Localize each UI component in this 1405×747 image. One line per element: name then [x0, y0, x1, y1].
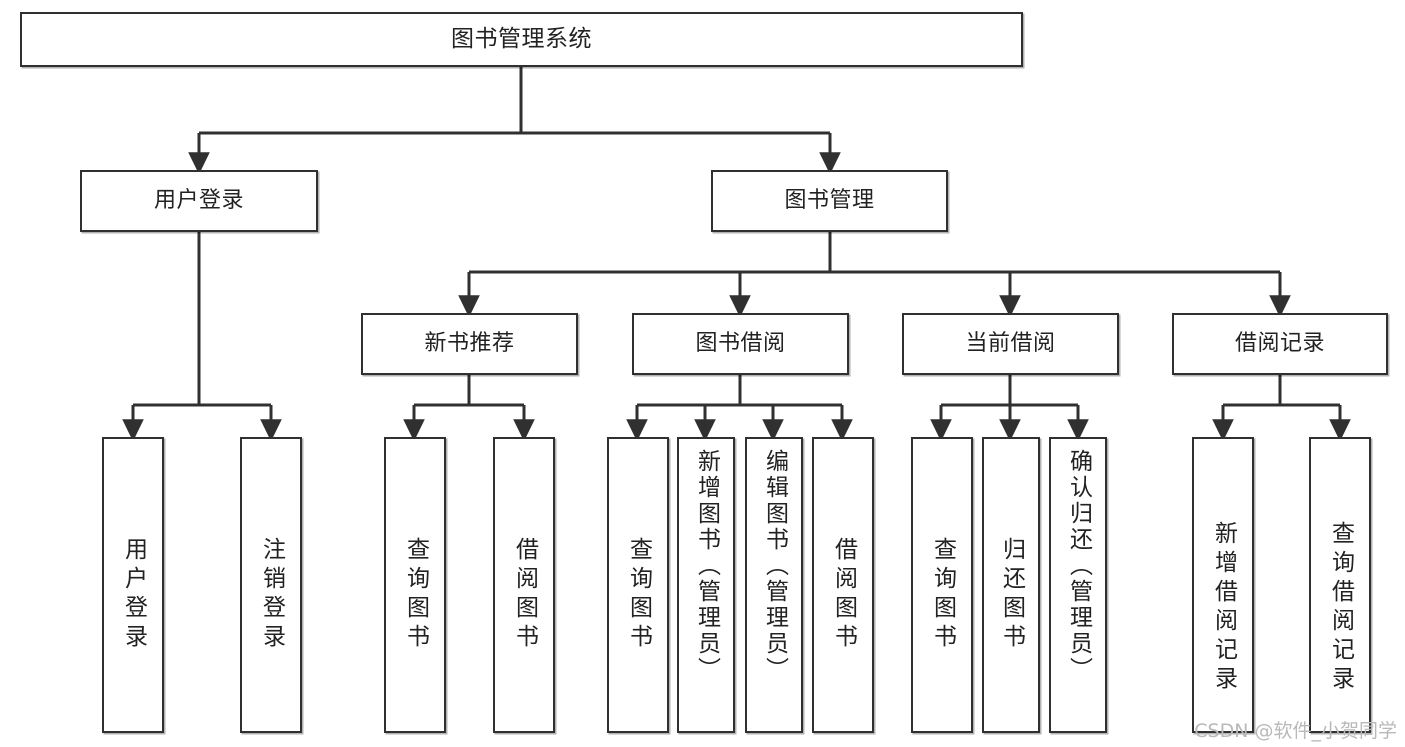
node-label: 借阅记录	[1234, 330, 1325, 356]
leaf-query-borrow-record[interactable]: 查询借阅记录	[1309, 437, 1371, 733]
leaf-user-login[interactable]: 用户登录	[102, 437, 164, 733]
node-label: 查询借阅记录	[1327, 521, 1354, 695]
leaf-query-book-recommend[interactable]: 查询图书	[384, 437, 446, 733]
node-label: 新增借阅记录	[1210, 521, 1237, 695]
node-label: 归还图书	[998, 537, 1025, 653]
leaf-return-book[interactable]: 归还图书	[982, 437, 1040, 733]
node-label: 查询图书	[402, 537, 429, 653]
leaf-query-book-borrow[interactable]: 查询图书	[607, 437, 669, 733]
node-root-system[interactable]: 图书管理系统	[20, 12, 1023, 67]
node-label: 用户登录	[153, 187, 244, 213]
node-label: 新书推荐	[424, 330, 515, 356]
node-label: 用户登录	[120, 537, 147, 653]
leaf-borrow-book-borrow[interactable]: 借阅图书	[812, 437, 874, 733]
node-label: 编辑图书（管理员）	[761, 449, 788, 683]
leaf-logout-login[interactable]: 注销登录	[240, 437, 302, 733]
node-user-login[interactable]: 用户登录	[80, 170, 318, 232]
node-label: 图书管理系统	[451, 25, 592, 52]
node-book-management[interactable]: 图书管理	[711, 170, 948, 232]
node-label: 查询图书	[625, 537, 652, 653]
leaf-add-borrow-record[interactable]: 新增借阅记录	[1192, 437, 1254, 733]
node-label: 图书借阅	[695, 330, 786, 356]
node-label: 当前借阅	[965, 330, 1056, 356]
node-label: 借阅图书	[830, 537, 857, 653]
leaf-borrow-book-recommend[interactable]: 借阅图书	[493, 437, 555, 733]
node-label: 确认归还（管理员）	[1065, 449, 1092, 683]
node-new-book-recommend[interactable]: 新书推荐	[361, 313, 578, 375]
node-label: 新增图书（管理员）	[693, 449, 720, 683]
leaf-confirm-return-admin[interactable]: 确认归还（管理员）	[1049, 437, 1107, 733]
csdn-watermark: CSDN @软件_小贺同学	[1194, 720, 1397, 742]
node-book-borrow[interactable]: 图书借阅	[632, 313, 849, 375]
leaf-add-book-admin[interactable]: 新增图书（管理员）	[677, 437, 735, 733]
node-label: 查询图书	[929, 537, 956, 653]
node-label: 借阅图书	[511, 537, 538, 653]
leaf-query-book-current[interactable]: 查询图书	[911, 437, 973, 733]
node-current-borrow[interactable]: 当前借阅	[902, 313, 1119, 375]
node-label: 图书管理	[784, 187, 875, 213]
leaf-edit-book-admin[interactable]: 编辑图书（管理员）	[745, 437, 803, 733]
node-borrow-record[interactable]: 借阅记录	[1172, 313, 1388, 375]
node-label: 注销登录	[258, 537, 285, 653]
